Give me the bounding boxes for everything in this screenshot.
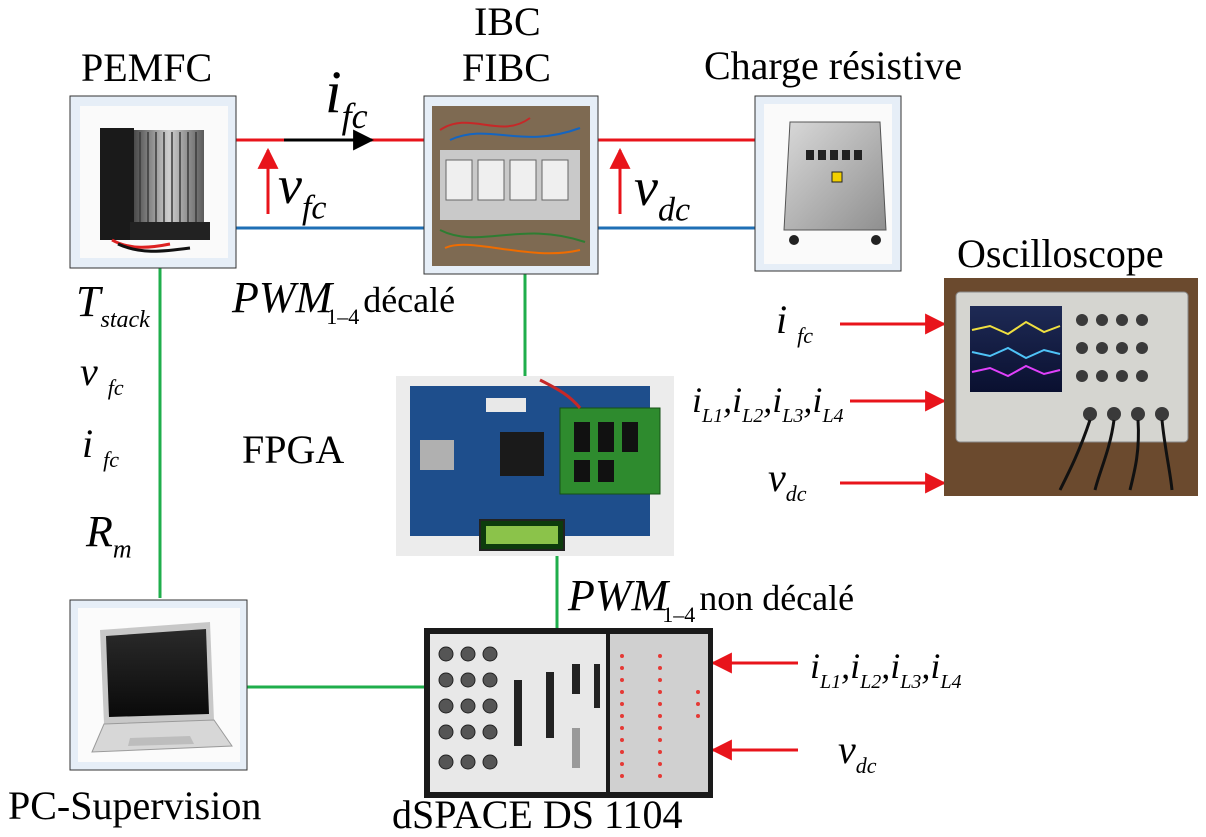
converter-title-line2: FIBC [462, 48, 551, 88]
fpga-title: FPGA [242, 430, 344, 470]
label-ifc-pc: i fc [82, 424, 119, 471]
label-vfc-main: vfc [278, 158, 327, 225]
pemfc-image [70, 96, 236, 268]
converter-image [424, 96, 598, 274]
label-ifc-main: ifc [325, 62, 368, 134]
laptop-image [70, 600, 247, 770]
label-vfc-pc: v fc [80, 352, 124, 399]
fpga-board-image [396, 376, 674, 556]
dspace-panel-image [424, 628, 713, 798]
converter-title-line1: IBC [474, 2, 541, 42]
label-rm: Rm [86, 510, 132, 563]
label-vdc-main: vdc [634, 160, 690, 227]
resistive-load-image [755, 96, 901, 271]
label-pwm-shifted: PWM1–4 décalé [232, 276, 455, 328]
label-pwm-unshifted: PWM1–4 non décalé [568, 574, 854, 626]
label-vdc-osc: vdc [768, 458, 807, 505]
oscilloscope-title: Oscilloscope [957, 234, 1164, 274]
label-tstack: Tstack [76, 280, 150, 332]
oscilloscope-image [944, 278, 1198, 496]
label-ifc-osc: i fc [776, 300, 813, 347]
label-il-dspace: iL1,iL2,iL3,iL4 [810, 648, 962, 692]
dspace-title: dSPACE DS 1104 [392, 795, 682, 835]
load-title: Charge résistive [704, 46, 962, 86]
pc-title: PC-Supervision [8, 786, 261, 826]
label-il-osc: iL1,iL2,iL3,iL4 [692, 382, 844, 426]
pemfc-title: PEMFC [81, 48, 212, 88]
label-vdc-dspace: vdc [838, 730, 877, 777]
